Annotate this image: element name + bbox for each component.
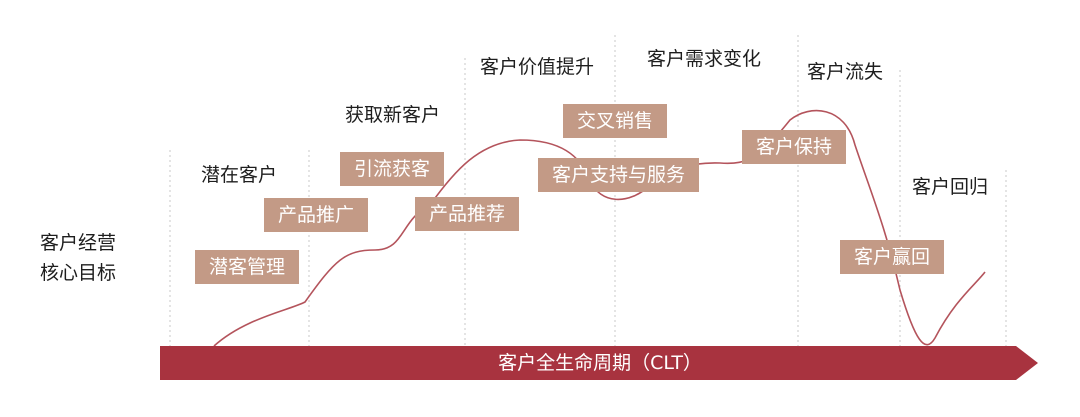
stage-customer-needs-change: 客户需求变化 (647, 48, 762, 70)
side-label-line-2: 核心目标 (40, 262, 117, 284)
stage-acquire-new-customer: 获取新客户 (345, 104, 441, 126)
tag-customer-winback: 客户赢回 (840, 240, 945, 274)
axis-label: 客户全生命周期（CLT） (498, 352, 702, 374)
stage-customer-return: 客户回归 (912, 176, 989, 198)
tag-support-and-service: 客户支持与服务 (538, 158, 700, 192)
stage-customer-value-up: 客户价值提升 (480, 56, 595, 78)
tag-cross-selling: 交叉销售 (563, 104, 668, 138)
lifecycle-axis-arrow (160, 346, 1038, 380)
tag-customer-retention: 客户保持 (742, 130, 847, 164)
tag-prospect-management: 潜客管理 (195, 250, 300, 284)
stage-customer-churn: 客户流失 (807, 61, 884, 83)
tag-product-promotion: 产品推广 (264, 198, 369, 232)
tag-product-recommendation: 产品推荐 (415, 197, 520, 231)
stage-potential-customer: 潜在客户 (201, 164, 278, 186)
side-label-line-1: 客户经营 (40, 232, 117, 254)
tag-lead-acquisition: 引流获客 (340, 152, 445, 186)
